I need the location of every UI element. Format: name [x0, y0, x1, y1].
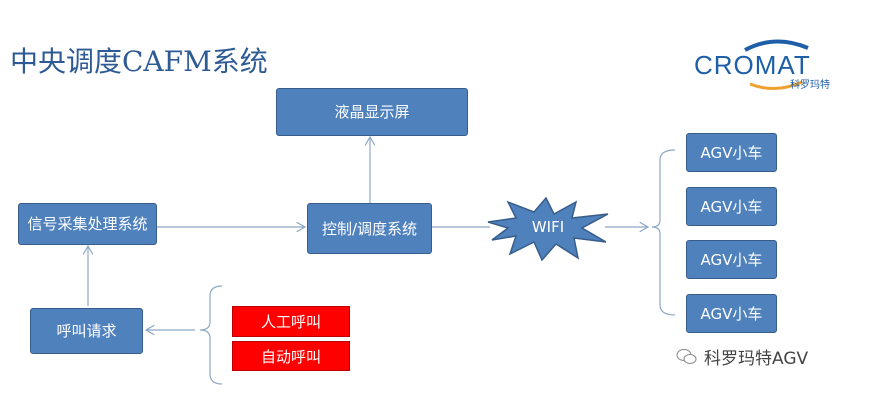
agv-cart-box: AGV小车 [686, 240, 777, 279]
auto-call-box: 自动呼叫 [232, 341, 350, 371]
agv-cart-box: AGV小车 [686, 294, 777, 333]
svg-text:CROMAT: CROMAT [694, 50, 811, 80]
call-request-box: 呼叫请求 [30, 308, 143, 354]
signal-processing-box: 信号采集处理系统 [18, 203, 157, 245]
cromat-logo: CROMAT 科罗玛特 [694, 39, 830, 91]
wifi-label: WIFI [531, 218, 565, 236]
display-screen-box: 液晶显示屏 [276, 88, 468, 136]
control-dispatch-box: 控制/调度系统 [307, 203, 432, 254]
page-title: 中央调度CAFM系统 [10, 45, 268, 78]
manual-call-box: 人工呼叫 [232, 306, 350, 337]
svg-text:科罗玛特: 科罗玛特 [790, 78, 830, 91]
agv-cart-box: AGV小车 [686, 133, 777, 172]
watermark: 科罗玛特AGV [676, 344, 808, 369]
wechat-icon [676, 348, 697, 364]
wifi-burst: WIFI [486, 196, 610, 262]
agv-cart-box: AGV小车 [686, 187, 777, 226]
watermark-text: 科罗玛特AGV [704, 349, 809, 369]
